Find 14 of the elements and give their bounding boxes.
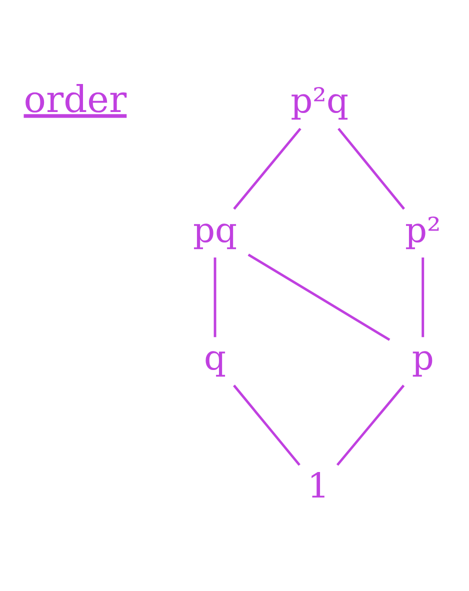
connector xyxy=(232,384,300,466)
node-text: p² xyxy=(404,210,440,250)
connector xyxy=(213,257,216,337)
node-text: p²q xyxy=(290,81,348,122)
node-text: 1 xyxy=(306,466,329,506)
node-text: pq xyxy=(192,210,237,250)
connector xyxy=(336,384,404,466)
label: order xyxy=(23,78,126,121)
node-text: q xyxy=(203,338,226,378)
connector xyxy=(232,127,301,210)
connector xyxy=(337,127,404,210)
node-text: p xyxy=(411,338,434,378)
connector xyxy=(421,257,424,337)
connector xyxy=(247,253,390,340)
